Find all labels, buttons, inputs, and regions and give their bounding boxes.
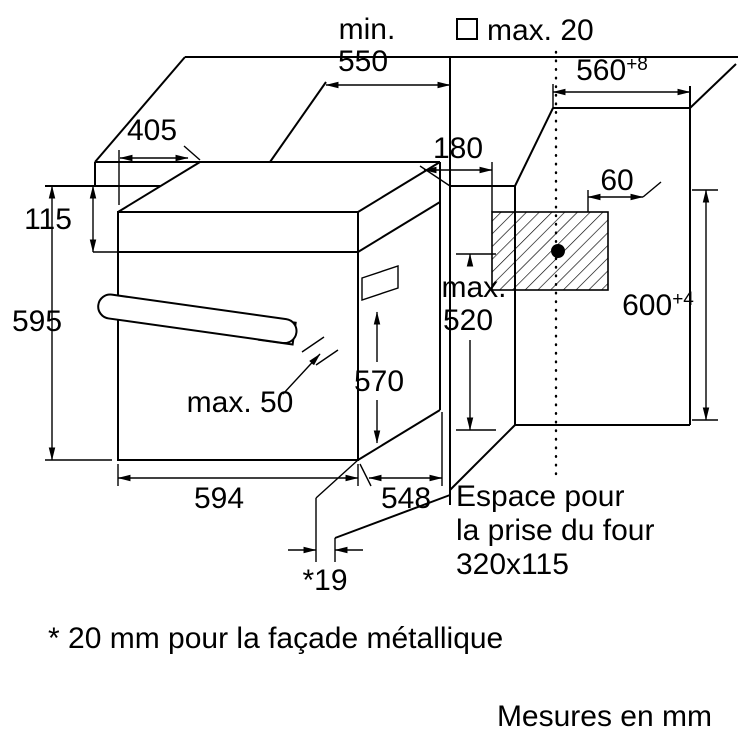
label-espace-2: la prise du four xyxy=(456,514,654,547)
label-405: 405 xyxy=(127,114,177,147)
dim-595: 595 xyxy=(12,185,112,461)
dim-560: 560+8 xyxy=(552,54,691,108)
socket-space-note: Espace pour la prise du four 320x115 xyxy=(456,480,654,581)
label-19: *19 xyxy=(302,564,347,597)
dim-600: 600+4 xyxy=(622,189,718,421)
line-segment xyxy=(357,409,441,461)
line-segment xyxy=(357,201,441,253)
side-vent xyxy=(361,265,399,301)
socket-dot xyxy=(551,244,565,258)
label-part: 560 xyxy=(576,54,626,87)
worktop-outline xyxy=(45,56,738,539)
line-segment xyxy=(514,107,554,187)
dim-60: 60 xyxy=(587,164,662,212)
line-segment xyxy=(419,165,451,187)
dim-405: 405 xyxy=(118,114,201,205)
dim-180: 180 xyxy=(419,132,493,212)
dim-594: 594 xyxy=(117,464,359,515)
label-115: 115 xyxy=(24,203,72,236)
label-part: +4 xyxy=(672,289,694,310)
label-600: 600+4 xyxy=(622,289,694,322)
label-max-20: max. 20 xyxy=(487,14,594,47)
label-550: 550 xyxy=(338,45,388,78)
label-570: 570 xyxy=(354,365,404,398)
label-548: 548 xyxy=(381,482,431,515)
dim-max-20: max. 20 xyxy=(456,14,594,47)
label-60: 60 xyxy=(600,164,633,197)
handle-bar xyxy=(97,293,298,345)
dim-19: *19 xyxy=(288,498,363,597)
label-min: min. xyxy=(339,13,396,46)
line-segment xyxy=(269,81,327,163)
line-segment xyxy=(334,494,451,539)
dim-115: 115 xyxy=(24,185,120,253)
connection-area-hatch xyxy=(491,211,609,291)
line-segment xyxy=(315,459,359,499)
line-segment xyxy=(689,63,737,109)
label-max-50: max. 50 xyxy=(187,386,294,419)
units-note: Mesures en mm xyxy=(497,700,712,733)
label-560: 560+8 xyxy=(576,54,648,87)
dim-min-550: min. 550 xyxy=(325,13,451,89)
dim-max-50: max. 50 xyxy=(187,336,339,419)
label-594: 594 xyxy=(194,482,244,515)
footnote-facade: * 20 mm pour la façade métallique xyxy=(48,622,503,655)
dim-548: 548 xyxy=(359,412,443,515)
line-segment xyxy=(449,424,516,491)
dim-570: 570 xyxy=(354,311,404,444)
label-180: 180 xyxy=(433,132,483,165)
line-segment xyxy=(359,463,372,487)
line-segment xyxy=(301,336,325,353)
niche-outline xyxy=(449,63,737,491)
line-segment xyxy=(94,56,186,163)
line-segment xyxy=(183,145,201,161)
label-espace-1: Espace pour xyxy=(456,480,624,513)
label-595: 595 xyxy=(12,305,62,338)
square-icon xyxy=(456,18,478,40)
label-max520-word: max. xyxy=(441,271,506,304)
line-segment xyxy=(642,181,662,198)
label-espace-3: 320x115 xyxy=(456,548,569,581)
dim-max-520: max. 520 xyxy=(441,253,507,431)
oven-outline xyxy=(97,161,441,499)
label-max520-value: 520 xyxy=(443,304,493,337)
line-segment xyxy=(282,353,321,395)
label-part: +8 xyxy=(626,54,648,75)
line-segment xyxy=(117,161,201,213)
label-part: 600 xyxy=(622,289,672,322)
